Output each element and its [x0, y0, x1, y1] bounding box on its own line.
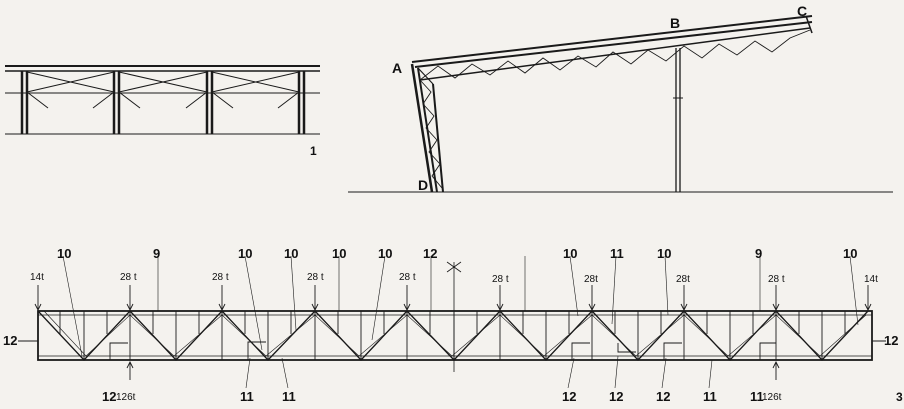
truss-elevation: [18, 255, 886, 380]
load-label: 28 t: [307, 272, 324, 283]
load-label: 28 t: [212, 272, 229, 283]
load-label: 14t: [30, 272, 44, 283]
load-label: 28 t: [768, 274, 785, 285]
member-code: 10: [332, 246, 346, 261]
bottom-leaders: [245, 355, 713, 389]
member-code: 10: [563, 246, 577, 261]
point-label-d: D: [418, 177, 428, 193]
member-code: 12: [562, 389, 576, 404]
member-code: 12: [609, 389, 623, 404]
member-code: 11: [703, 389, 717, 404]
load-label: 28t: [584, 274, 598, 285]
point-label-c: C: [797, 3, 807, 19]
member-code: 12: [423, 246, 437, 261]
point-label-a: A: [392, 60, 402, 76]
reaction-label-right: 126t: [762, 392, 782, 403]
point-label-b: B: [670, 15, 680, 31]
member-code: 12: [656, 389, 670, 404]
end-code-left: 12: [3, 333, 17, 348]
load-label: 28t: [676, 274, 690, 285]
member-code: 9: [153, 246, 160, 261]
truss-bottom-codes: 12 11 11 12 12 12 11 11: [102, 389, 764, 404]
member-code: 11: [750, 389, 764, 404]
member-code: 10: [843, 246, 857, 261]
member-code: 11: [240, 389, 254, 404]
load-label: 28 t: [492, 274, 509, 285]
member-code: 10: [238, 246, 252, 261]
member-code: 10: [57, 246, 71, 261]
load-label: 28 t: [120, 272, 137, 283]
figure-portal-frame: [348, 15, 893, 193]
member-code: 12: [102, 389, 116, 404]
member-code: 10: [378, 246, 392, 261]
member-code: 9: [755, 246, 762, 261]
member-code: 10: [284, 246, 298, 261]
page-number-fragment: 3: [896, 390, 903, 404]
truss-top-codes: 10 9 10 10 10 10 12 10 11 10 9 10: [57, 246, 857, 261]
load-label: 28 t: [399, 272, 416, 283]
figure-1-elevation: [5, 65, 320, 135]
end-code-right: 12: [884, 333, 898, 348]
load-label: 14t: [864, 274, 878, 285]
truss-load-labels: 14t 28 t 28 t 28 t 28 t 28 t 28t 28t 28 …: [30, 272, 878, 285]
member-code: 11: [610, 246, 624, 261]
reaction-label-left: 126t: [116, 392, 136, 403]
figure-number-1: 1: [310, 144, 317, 158]
member-code: 10: [657, 246, 671, 261]
member-code: 11: [282, 389, 296, 404]
